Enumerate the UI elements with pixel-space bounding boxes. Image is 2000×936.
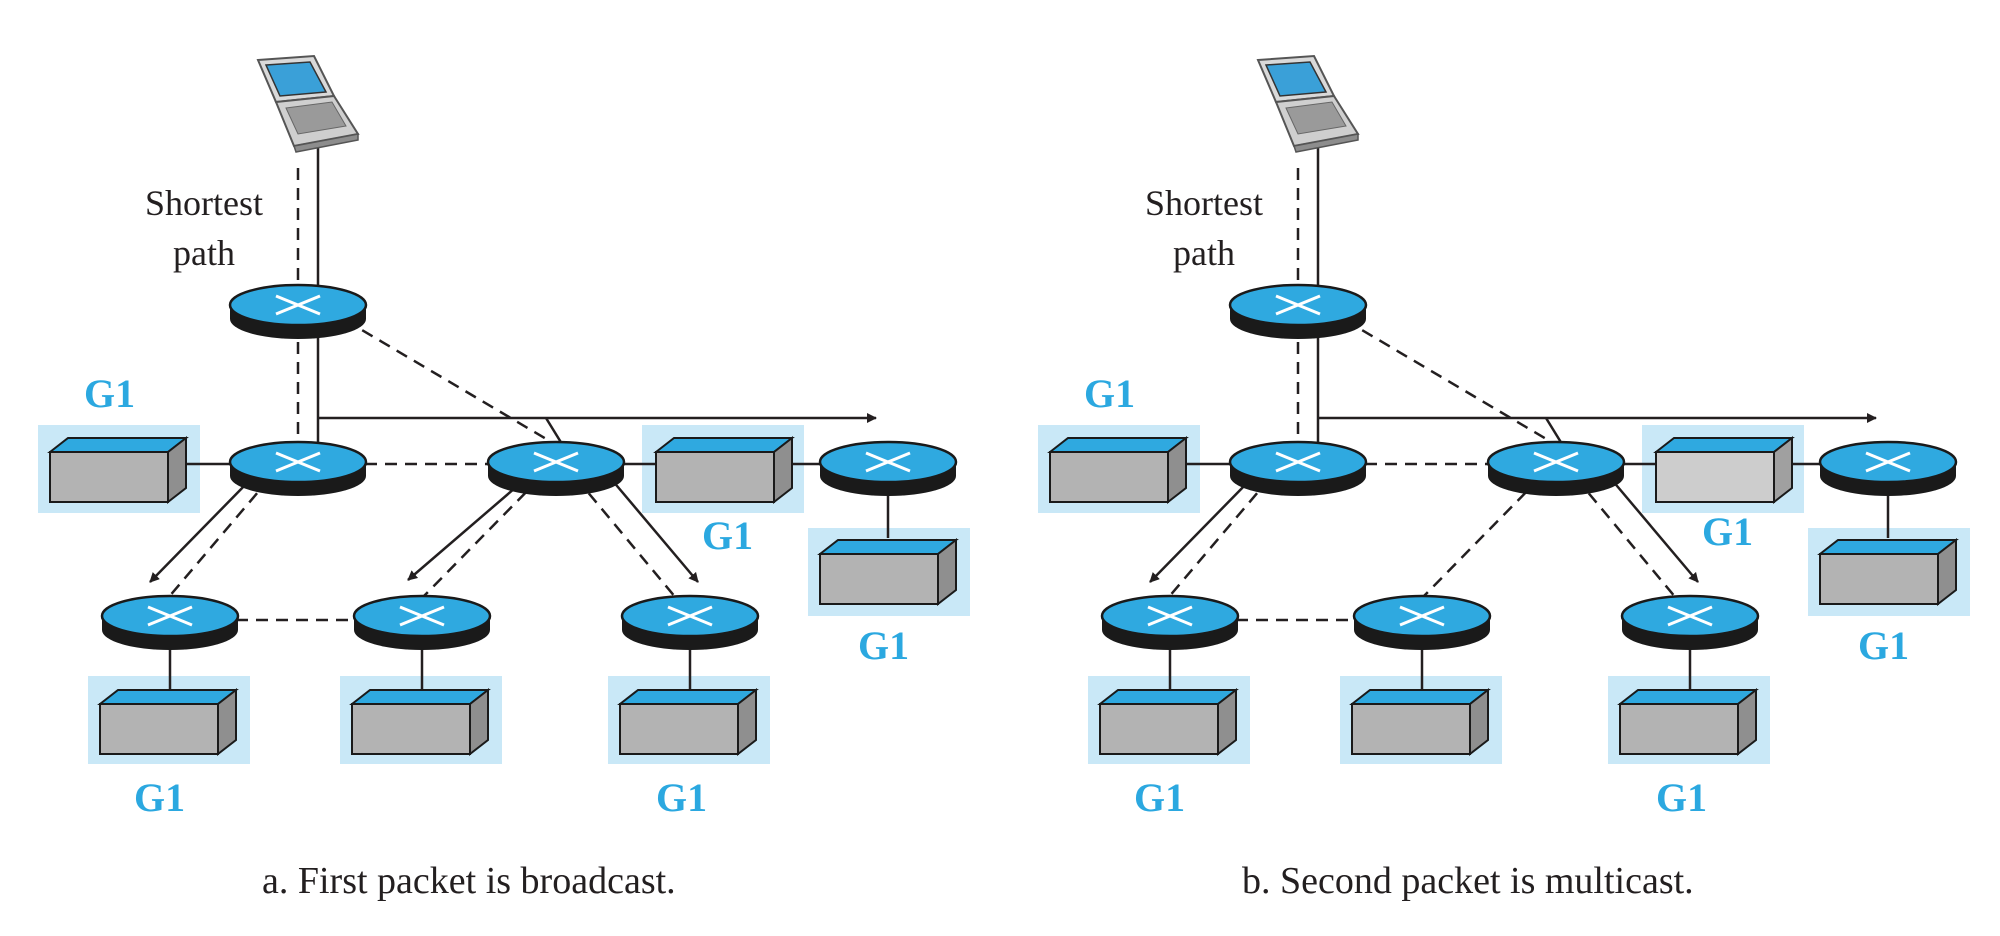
panel-b-diagram: [1038, 54, 1970, 764]
router-icon: [1352, 594, 1492, 650]
link-top-router-center-router: [1344, 318, 1554, 445]
laptop-icon: [1256, 54, 1360, 153]
group-label: G1: [134, 775, 186, 820]
router-icon: [100, 594, 240, 650]
router-icon: [1100, 594, 1240, 650]
router-icon: [1486, 440, 1626, 496]
link-left-router-bottom-left: [167, 477, 271, 599]
link-top-router-center-router: [344, 318, 554, 445]
source-label: Shortest path: [1144, 183, 1263, 273]
link-center-router-bottom-mid: [1421, 477, 1541, 599]
panel-a-diagram: [38, 54, 970, 764]
host-icon: [47, 435, 189, 505]
host-icon: [653, 435, 795, 505]
host-icon: [817, 537, 959, 607]
panel-caption: b. Second packet is multicast.: [1242, 860, 1694, 902]
network-links: [1167, 168, 1677, 622]
arrow-to-bottom-left: [149, 479, 251, 583]
source-label: Shortest path: [144, 183, 263, 273]
panel-a: Shortest path G1 G1 G1 G1 G1 a. First pa…: [38, 54, 970, 902]
group-label: G1: [702, 513, 754, 558]
host-icon: [1349, 687, 1491, 757]
arrow-to-bottom-mid: [407, 481, 523, 581]
router-icon: [620, 594, 760, 650]
router-icon: [486, 440, 626, 496]
panel-b: Shortest path G1 G1 G1 G1 G1 b. Second p…: [1000, 0, 2000, 936]
router-icon: [1228, 440, 1368, 496]
group-label: G1: [1656, 775, 1708, 820]
arrow-to-bottom-right: [1611, 479, 1699, 583]
group-label: G1: [858, 623, 910, 668]
group-label: G1: [656, 775, 708, 820]
router-icon: [1228, 283, 1368, 339]
panel-caption: a. First packet is broadcast.: [262, 860, 676, 902]
laptop-icon: [256, 54, 360, 153]
link-center-router-bottom-right: [1575, 477, 1677, 599]
group-label: G1: [1702, 509, 1754, 554]
router-icon: [818, 440, 958, 496]
link-center-router-bottom-mid: [421, 477, 541, 599]
group-label: G1: [1134, 775, 1186, 820]
arrow-branch-center: [544, 417, 564, 445]
network-links: [167, 168, 677, 622]
host-icon: [349, 687, 491, 757]
link-left-router-bottom-left: [1167, 477, 1271, 599]
router-icon: [228, 440, 368, 496]
group-label: G1: [1084, 371, 1136, 416]
packet-flow: [1149, 413, 1877, 583]
host-icon: [97, 687, 239, 757]
router-icon: [352, 594, 492, 650]
host-icon: [1817, 537, 1959, 607]
arrow-branch-center: [1544, 417, 1564, 445]
host-icon: [617, 687, 759, 757]
packet-flow: [149, 413, 877, 583]
arrow-to-bottom-left: [1149, 479, 1251, 583]
host-icon: [1097, 687, 1239, 757]
group-label: G1: [84, 371, 136, 416]
arrow-to-bottom-right: [611, 479, 699, 583]
group-label: G1: [1858, 623, 1910, 668]
host-icon: [1047, 435, 1189, 505]
router-icon: [228, 283, 368, 339]
host-icon: [1617, 687, 1759, 757]
host-icon: [1653, 435, 1795, 505]
link-center-router-bottom-right: [575, 477, 677, 599]
router-icon: [1818, 440, 1958, 496]
router-icon: [1620, 594, 1760, 650]
